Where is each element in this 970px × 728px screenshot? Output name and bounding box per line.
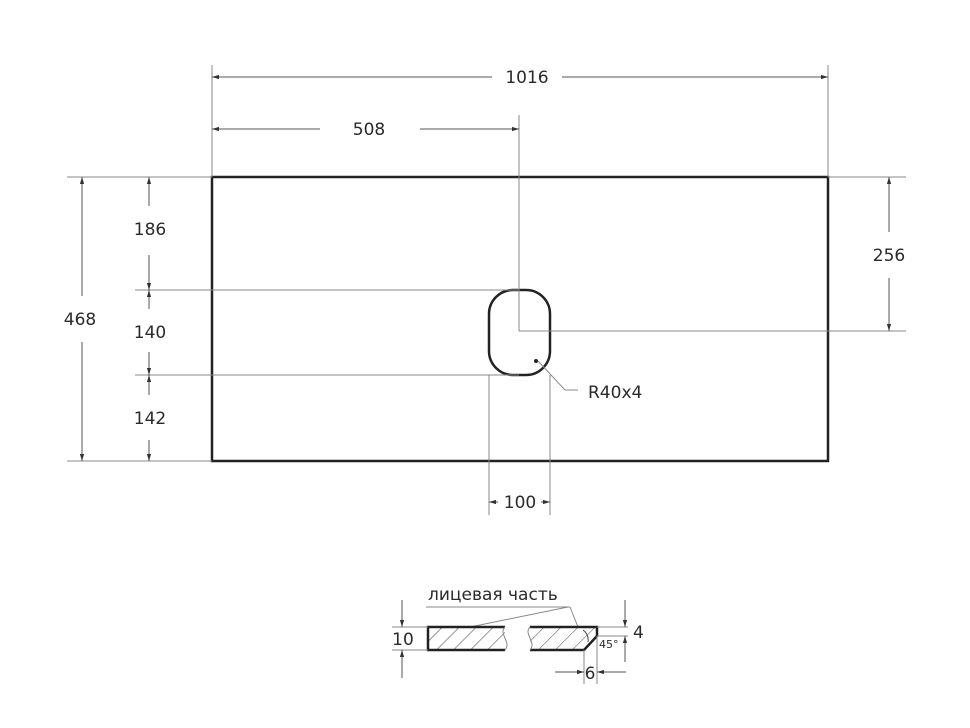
dim-overall-depth: 468 (64, 310, 96, 330)
dim-hole-from-bottom: 142 (134, 409, 166, 429)
dim-overall-width: 1016 (505, 68, 548, 88)
dim-hole-center: 256 (873, 246, 905, 266)
dim-bevel-width: 6 (585, 664, 596, 684)
dim-hole-radius: R40x4 (588, 383, 642, 403)
dimension-lines (79, 74, 892, 505)
countertop-outline (210, 175, 830, 463)
face-label: лицевая часть (428, 585, 558, 605)
dim-thickness: 10 (392, 630, 414, 650)
dim-half-width: 508 (353, 120, 385, 140)
dim-hole-width: 100 (504, 493, 536, 513)
dim-bevel-angle: 45° (599, 638, 619, 651)
edge-section-view: лицевая часть 10 4 6 45 (392, 585, 644, 684)
dim-hole-height: 140 (134, 323, 166, 343)
dim-hole-from-top: 186 (134, 220, 166, 240)
extension-lines (67, 65, 906, 515)
dim-bevel-height: 4 (633, 623, 644, 643)
radius-leader-dot (534, 359, 538, 363)
